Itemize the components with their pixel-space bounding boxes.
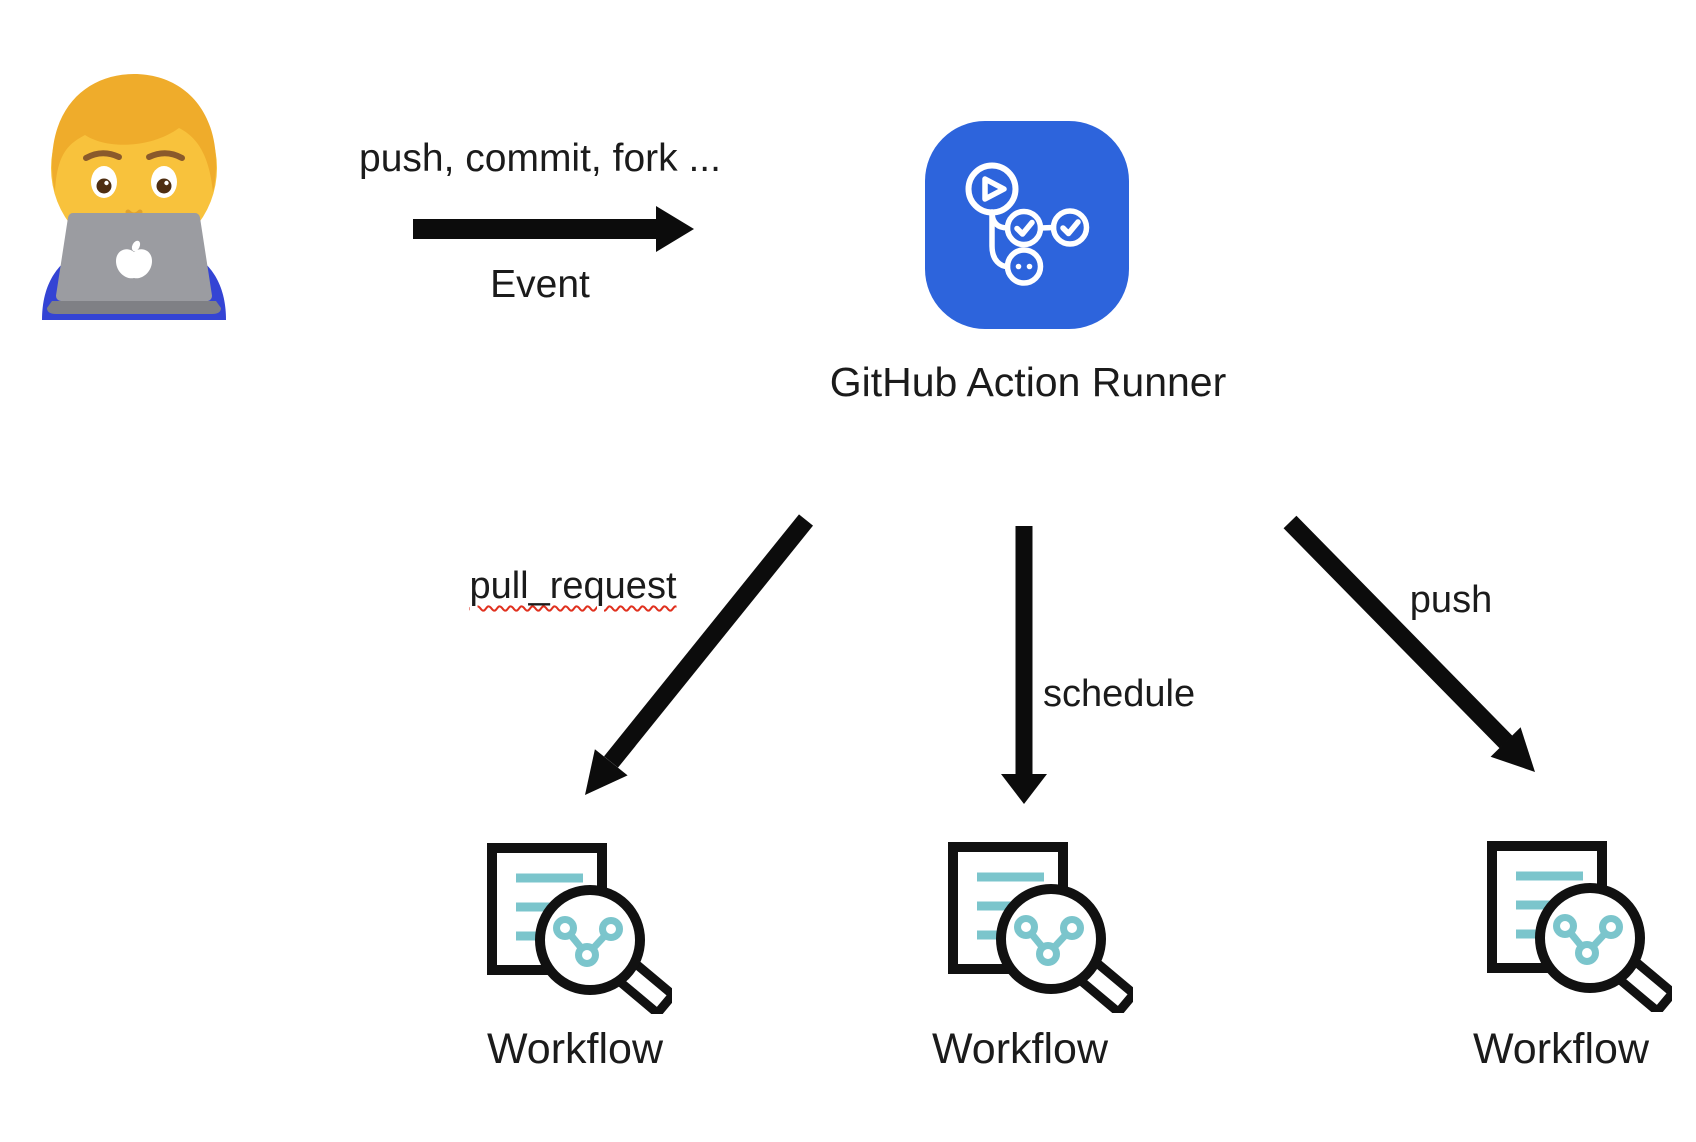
workflow-label: Workflow	[1472, 1025, 1649, 1073]
technologist-emoji	[42, 74, 226, 320]
event-arrow	[413, 206, 694, 252]
workflow-icon	[948, 842, 1133, 1013]
push-arrow	[1283, 515, 1535, 772]
push-label: push	[1409, 579, 1493, 621]
event-types-label: push, commit, fork ...	[359, 137, 721, 180]
workflow-label: Workflow	[931, 1025, 1108, 1073]
pull-request-label: pull_request	[469, 565, 677, 607]
schedule-label: schedule	[1043, 673, 1196, 715]
schedule-arrow	[1001, 526, 1047, 804]
event-label: Event	[490, 263, 590, 306]
workflow-icon	[487, 843, 672, 1014]
github-actions-icon	[925, 121, 1129, 329]
runner-label: GitHub Action Runner	[829, 359, 1227, 405]
workflow-icon	[1487, 841, 1672, 1012]
workflow-label: Workflow	[486, 1025, 663, 1073]
pull-request-arrow	[585, 514, 814, 795]
